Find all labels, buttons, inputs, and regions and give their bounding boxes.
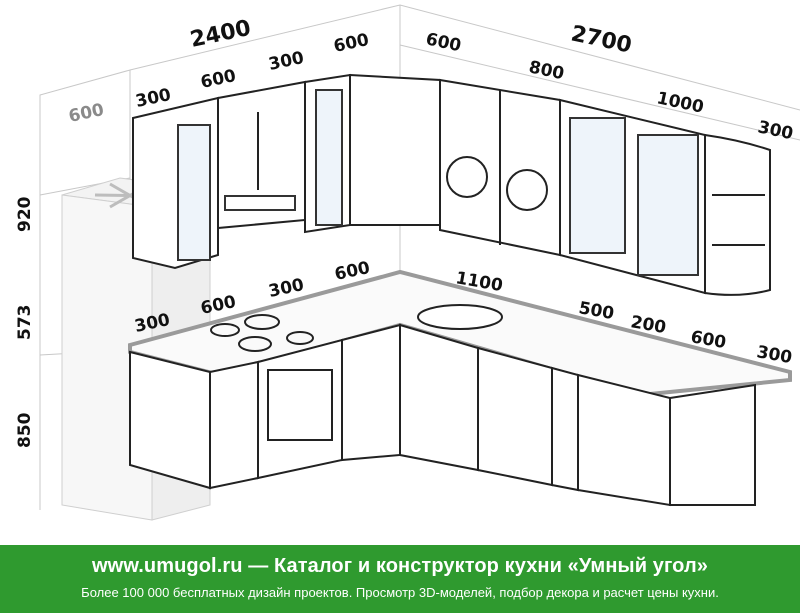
dim-upper-right-3: 300 [756, 117, 795, 144]
dim-upper-right-2: 1000 [655, 88, 706, 117]
kitchen-diagram: 2400 600 300 600 300 600 2700 600 800 10… [15, 4, 800, 521]
dim-upper-left-3: 300 [267, 48, 306, 75]
footer-subline: Более 100 000 бесплатных дизайн проектов… [81, 585, 719, 600]
dim-height-1: 573 [15, 305, 35, 341]
dim-upper-left-1: 300 [134, 85, 173, 112]
dim-wall-left: 2400 [188, 16, 253, 53]
footer-headline[interactable]: www.umugol.ru — Каталог и конструктор ку… [92, 555, 708, 577]
wall-guides [39, 4, 800, 510]
dim-upper-left-2: 600 [199, 66, 238, 93]
dim-upper-left-4: 600 [332, 30, 371, 57]
dim-upper-right-1: 800 [527, 57, 566, 84]
dim-upper-left-0: 600 [67, 100, 106, 127]
sink-icon [417, 304, 503, 330]
cooktop-icon [210, 314, 314, 352]
upper-cabinets-right [349, 73, 771, 296]
dim-wall-right: 2700 [569, 21, 634, 58]
footer-banner: www.umugol.ru — Каталог и конструктор ку… [0, 545, 800, 613]
oven-icon [267, 369, 333, 441]
upper-cabinets-left [132, 73, 351, 270]
lower-cabinets [129, 323, 756, 507]
dim-height-0: 920 [15, 196, 35, 232]
dim-height-2: 850 [15, 412, 35, 448]
